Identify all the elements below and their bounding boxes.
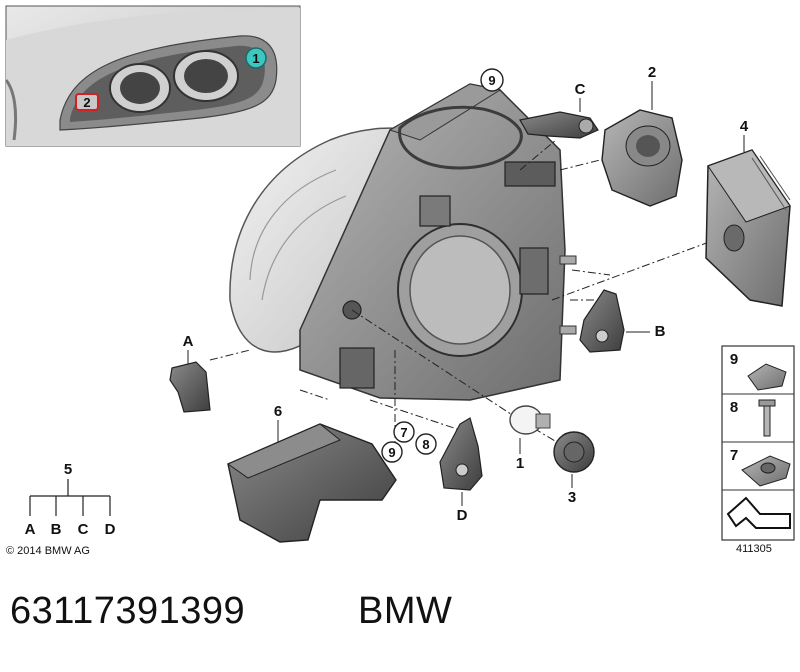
adjuster-icon <box>741 455 791 487</box>
callouts: 9 C 2 4 B A 6 7 8 9 1 3 D <box>183 64 749 524</box>
callout-7: 7 <box>400 425 407 440</box>
legend-5-a: A <box>25 521 36 538</box>
screw-icon <box>758 399 776 437</box>
callout-d: D <box>457 507 468 524</box>
callout-4: 4 <box>740 118 749 135</box>
callout-5: 5 <box>64 461 72 478</box>
callout-8: 8 <box>422 437 429 452</box>
part-3-socket <box>553 431 595 473</box>
callout-2: 2 <box>648 64 656 81</box>
reference-number: 411305 <box>736 543 772 555</box>
gasket-strip-icon <box>726 496 791 529</box>
part-2-module <box>601 109 683 207</box>
callout-3: 3 <box>568 489 576 506</box>
brand-name: BMW <box>358 590 453 632</box>
part-6-cover <box>226 423 397 543</box>
copyright-text: © 2014 BMW AG <box>6 545 90 557</box>
part-d-bracket <box>439 417 483 491</box>
box-label-8: 8 <box>730 399 738 416</box>
legend-5-b: B <box>51 521 62 538</box>
part-number: 63117391399 <box>10 590 246 632</box>
callout-6: 6 <box>274 403 282 420</box>
part-c-bracket <box>519 111 599 139</box>
inset-marker-2-label: 2 <box>83 95 90 110</box>
box-label-9: 9 <box>730 351 738 368</box>
part-b-bracket <box>579 289 625 353</box>
box-label-7: 7 <box>730 447 738 464</box>
callout-b: B <box>655 323 666 340</box>
callout-9-bottom: 9 <box>388 445 395 460</box>
part-a-bracket <box>169 361 211 413</box>
small-parts-box: 9 8 7 <box>721 345 795 541</box>
callout-9-top: 9 <box>488 73 495 88</box>
inset-marker-1-label: 1 <box>252 51 259 66</box>
legend-5-c: C <box>78 521 89 538</box>
inset-marker-2 <box>75 93 99 111</box>
callout-c: C <box>575 81 586 98</box>
legend-5-tree: 5 A B C D <box>25 461 116 538</box>
inset-marker-1 <box>245 47 267 69</box>
part-1-bulb <box>509 405 551 435</box>
legend-5-d: D <box>105 521 116 538</box>
headlight-assembly <box>229 83 577 401</box>
clip-nut-icon <box>747 363 787 391</box>
callout-a: A <box>183 333 194 350</box>
callout-1: 1 <box>516 455 524 472</box>
part-4-control-unit <box>705 149 791 307</box>
car-inset-view: 1 2 <box>4 5 301 147</box>
